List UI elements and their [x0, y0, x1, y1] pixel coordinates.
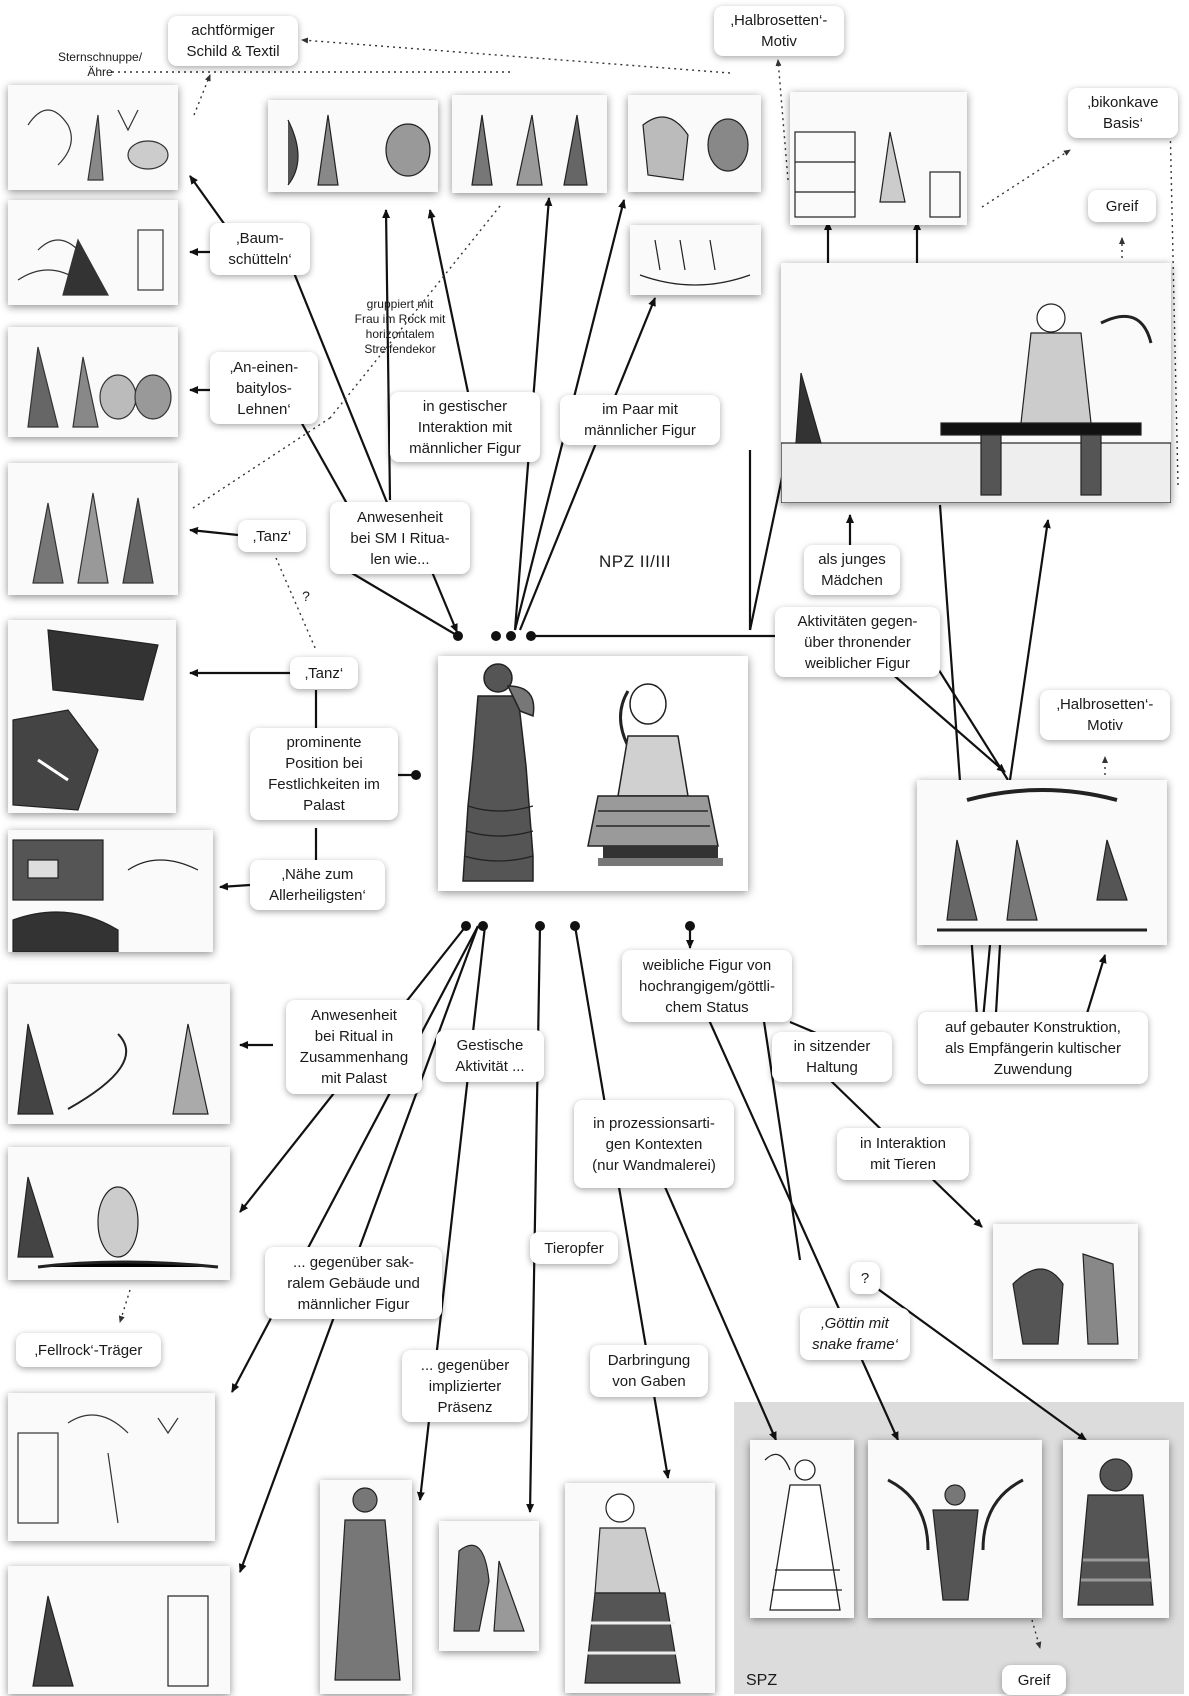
- image-t4: [630, 225, 761, 295]
- label-gruppiert: gruppiert mit Frau im Rock mit horizonta…: [354, 297, 446, 356]
- label-halbrosetten-right: ‚Halbrosetten‘- Motiv: [1040, 690, 1170, 740]
- image-spz2: [868, 1440, 1042, 1618]
- label-bikonkave: ‚bikonkave Basis‘: [1068, 88, 1178, 138]
- label-sternschnuppe: Sternschnuppe/ Ähre: [57, 50, 143, 79]
- image-spz3: [1063, 1440, 1169, 1618]
- label-im-paar: im Paar mit männlicher Figur: [560, 395, 720, 445]
- label-in-interaktion-tieren: in Interaktion mit Tieren: [837, 1128, 969, 1180]
- label-prominente: prominente Position bei Festlichkeiten i…: [250, 728, 398, 820]
- label-an-einen: ‚An-einen- baitylos- Lehnen‘: [210, 352, 318, 424]
- label-weibliche-figur: weibliche Figur von hochrangigem/göttli-…: [622, 950, 792, 1022]
- image-l3: [8, 327, 178, 437]
- label-question-2: ?: [850, 1262, 880, 1294]
- image-r-fresco: [781, 263, 1171, 503]
- image-l8: [8, 1147, 230, 1280]
- image-t2: [452, 95, 607, 193]
- label-halbrosetten-top: ‚Halbrosetten‘- Motiv: [714, 6, 844, 56]
- image-l2: [8, 200, 178, 305]
- image-l4: [8, 463, 178, 595]
- image-r-ring: [917, 780, 1167, 945]
- label-naehe: ‚Nähe zum Allerheiligsten‘: [250, 860, 385, 910]
- image-t5: [790, 92, 967, 225]
- image-t1: [268, 100, 438, 192]
- image-l7: [8, 984, 230, 1124]
- image-b3: [565, 1483, 715, 1693]
- image-r-goat: [993, 1224, 1138, 1359]
- label-greif-bottom: Greif: [1002, 1665, 1066, 1695]
- image-b2: [439, 1521, 539, 1651]
- spz-label: SPZ: [746, 1672, 778, 1689]
- image-l6: [8, 830, 213, 952]
- period-label: NPZ II/III: [599, 552, 672, 571]
- label-tieropfer: Tieropfer: [530, 1232, 618, 1264]
- label-fellrock: ‚Fellrock‘-Träger: [16, 1333, 161, 1367]
- label-auf-gebauter: auf gebauter Konstruktion, als Empfänger…: [918, 1012, 1148, 1084]
- image-spz1: [750, 1440, 854, 1618]
- image-l5: [8, 620, 176, 813]
- label-tanz-2: ‚Tanz‘: [290, 657, 358, 689]
- image-b1: [320, 1480, 412, 1694]
- image-l1: [8, 85, 178, 190]
- image-t3: [628, 95, 761, 192]
- label-anwesenheit-ritual: Anwesenheit bei Ritual in Zusammenhang m…: [286, 1000, 422, 1094]
- label-darbringung: Darbringung von Gaben: [590, 1345, 708, 1397]
- label-in-prozession: in prozessionsarti- gen Kontexten (nur W…: [574, 1100, 734, 1188]
- image-l9: [8, 1393, 215, 1541]
- central-figures-image: [438, 656, 748, 891]
- label-gegenueber-sakral: ... gegenüber sak- ralem Gebäude und män…: [265, 1247, 442, 1319]
- label-gestische: Gestische Aktivität ...: [436, 1030, 544, 1082]
- label-gegenueber-praesenz: ... gegenüber implizierter Präsenz: [402, 1350, 528, 1422]
- label-aktivitaeten: Aktivitäten gegen- über thronender weibl…: [775, 607, 940, 677]
- label-in-gestischer: in gestischer Interaktion mit männlicher…: [390, 392, 540, 462]
- label-achtfoermiger: achtförmiger Schild & Textil: [168, 16, 298, 66]
- label-greif-top: Greif: [1088, 190, 1156, 222]
- label-baumschuetteln: ‚Baum- schütteln‘: [210, 223, 310, 275]
- image-l10: [8, 1566, 230, 1694]
- label-anwesenheit-sm: Anwesenheit bei SM I Ritua- len wie...: [330, 502, 470, 574]
- label-als-junges: als junges Mädchen: [804, 545, 900, 595]
- label-goettin: ‚Göttin mit snake frame‘: [800, 1308, 910, 1360]
- label-tanz-1: ‚Tanz‘: [238, 520, 306, 552]
- label-in-sitzender: in sitzender Haltung: [772, 1032, 892, 1082]
- label-question-1: ?: [302, 588, 310, 604]
